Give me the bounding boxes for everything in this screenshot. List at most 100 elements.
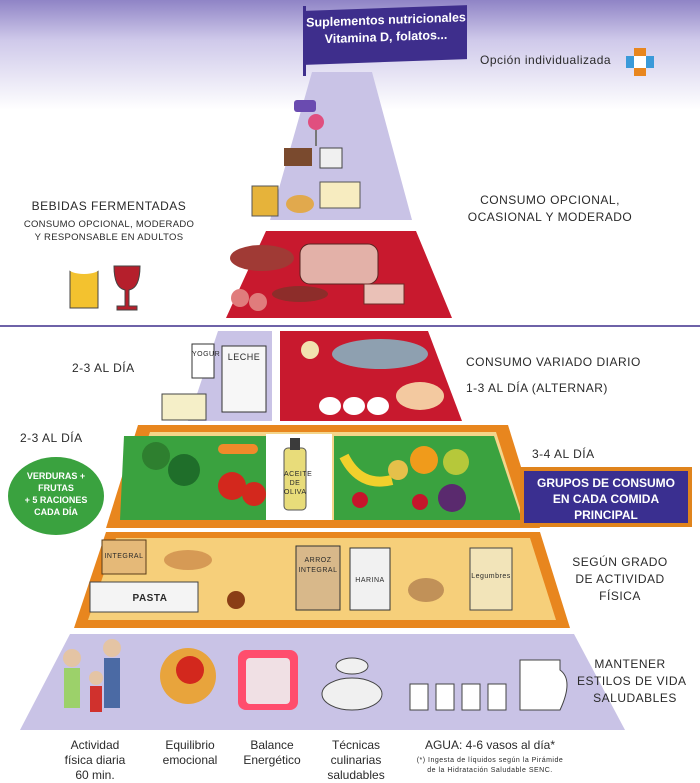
fermented-desc-line-2: Y RESPONSABLE EN ADULTOS [34, 232, 184, 243]
baguette-icon [164, 550, 212, 570]
bread-loaf-icon [101, 539, 147, 575]
potato-icon [408, 578, 444, 602]
croissant-icon [286, 195, 314, 213]
meal-groups-box: GRUPOS DE CONSUMO EN CADA COMIDA PRINCIP… [520, 467, 692, 527]
milk-label: LECHE [227, 352, 261, 362]
olive-oil-label: ACEITE DE OLIVA [284, 471, 313, 496]
bacon-icon [363, 283, 405, 305]
chicken-icon [396, 382, 444, 410]
lollipop-icon [308, 114, 324, 130]
keep-lifestyle-line-1: MANTENER [594, 657, 666, 671]
keep-lifestyle-line-2: ESTILOS DE VIDA [577, 674, 687, 688]
legumes-jar-icon [469, 547, 513, 611]
water-glass-icon-3 [461, 683, 481, 711]
protein-frequency-label: 1-3 AL DÍA (ALTERNAR) [466, 381, 608, 395]
salami-slice-icon [231, 289, 249, 307]
emotional-line-1: Equilibrio [165, 738, 215, 752]
beer-mug-icon [69, 267, 99, 309]
techniques-line-1: Técnicas [331, 738, 381, 752]
apple-icon [443, 449, 469, 475]
butter-icon [319, 181, 361, 209]
rice-bag-icon [295, 545, 341, 611]
pear-icon [388, 460, 408, 480]
physical-activity-caption: Actividad física diaria 60 min. [50, 738, 140, 783]
pasta-package-icon [89, 581, 199, 613]
fermented-drinks-title: BEBIDAS FERMENTADAS [31, 199, 187, 213]
child-icon [89, 671, 103, 685]
vegetables-frequency-label: 2-3 AL DÍA [20, 431, 83, 445]
emotional-balance-caption: Equilibrio emocional [150, 738, 230, 768]
broccoli-icon [142, 442, 170, 470]
water-glass-icon [409, 683, 429, 711]
optional-consumption-line-2: OCASIONAL Y MODERADO [467, 210, 633, 224]
water-note-line-2: de la Hidratación Saludable SENC. [427, 767, 553, 774]
techniques-line-2: culinarias [330, 753, 382, 767]
techniques-line-3: saludables [327, 768, 385, 782]
cheese-icon [161, 393, 207, 421]
groups-line-3: PRINCIPAL [574, 508, 638, 522]
supplements-flag: Suplementos nutricionales Vitamina D, fo… [305, 5, 467, 65]
dairy-frequency-label: 2-3 AL DÍA [72, 361, 135, 375]
optional-consumption-line-1: CONSUMO OPCIONAL, [480, 193, 620, 207]
yogurt-label: YOGUR [192, 351, 221, 358]
nuts-icon [301, 341, 319, 359]
elderly-person-icon [63, 649, 81, 667]
cookie-box-icon [251, 185, 279, 217]
tier-fruits [334, 436, 522, 520]
groups-line-2: EN CADA COMIDA [552, 492, 660, 506]
bread-label: INTEGRAL [104, 553, 144, 560]
candy-icon [294, 100, 316, 112]
groups-line-1: GRUPOS DE CONSUMO [536, 476, 675, 490]
varied-consumption-label: CONSUMO VARIADO DIARIO [466, 355, 641, 369]
egg-icon-2 [343, 397, 365, 415]
tomato-icon [218, 472, 246, 500]
sausage-icon [230, 245, 294, 271]
flag-pole [303, 6, 306, 76]
activity-line-1: Actividad [70, 738, 120, 752]
egg-icon [319, 397, 341, 415]
water-glass-icon-2 [435, 683, 455, 711]
egg-icon-3 [367, 397, 389, 415]
energy-balance-caption: Balance Energético [232, 738, 312, 768]
grapes-icon [438, 484, 466, 512]
cake-icon [284, 148, 312, 166]
water-jug-icon [519, 659, 568, 711]
salami-slice-icon-2 [249, 293, 267, 311]
legumes-label: Legumbres [471, 573, 511, 580]
banana-icon [339, 453, 394, 487]
chestnut-icon [227, 591, 245, 609]
water-note-line-1: (*) Ingesta de líquidos según la Pirámid… [416, 757, 564, 764]
flour-label: HARINA [355, 577, 385, 584]
wine-glass-icon [113, 265, 141, 311]
energy-line-1: Balance [250, 738, 294, 752]
walking-person-icon [103, 639, 121, 657]
keep-lifestyle-line-3: SALUDABLES [593, 691, 677, 705]
cooking-pot-icon [321, 677, 383, 711]
cooking-techniques-caption: Técnicas culinarias saludables [316, 738, 396, 783]
cherries-icon [352, 492, 368, 508]
milk-box-small-icon [319, 147, 343, 169]
water-glass-icon-4 [487, 683, 507, 711]
vegetables-fruits-badge: VERDURAS + FRUTAS + 5 RACIONES CADA DÍA [8, 457, 104, 535]
strawberry-icon [412, 494, 428, 510]
activity-grade-line-2: DE ACTIVIDAD [575, 572, 665, 586]
rice-label-1: ARROZ [304, 557, 332, 564]
flour-jar-icon [349, 547, 391, 611]
pasta-label: PASTA [132, 593, 168, 604]
fruit-frequency-label: 3-4 AL DÍA [532, 447, 595, 461]
orange-icon [410, 446, 438, 474]
badge-line-2: FRUTAS [38, 483, 74, 493]
tomato-icon-2 [242, 482, 266, 506]
badge-line-4: CADA DÍA [34, 507, 78, 517]
fish-icon [332, 339, 428, 369]
chorizo-icon [272, 286, 328, 302]
fermented-desc-line-1: CONSUMO OPCIONAL, MODERADO [23, 219, 195, 230]
milk-carton-icon [221, 345, 267, 413]
rice-label-2: INTEGRAL [298, 567, 338, 574]
badge-line-1: VERDURAS + [26, 471, 86, 481]
ham-icon [299, 243, 379, 285]
yogurt-icon [191, 343, 215, 379]
water-caption: AGUA: 4-6 vasos al día* [424, 738, 556, 752]
